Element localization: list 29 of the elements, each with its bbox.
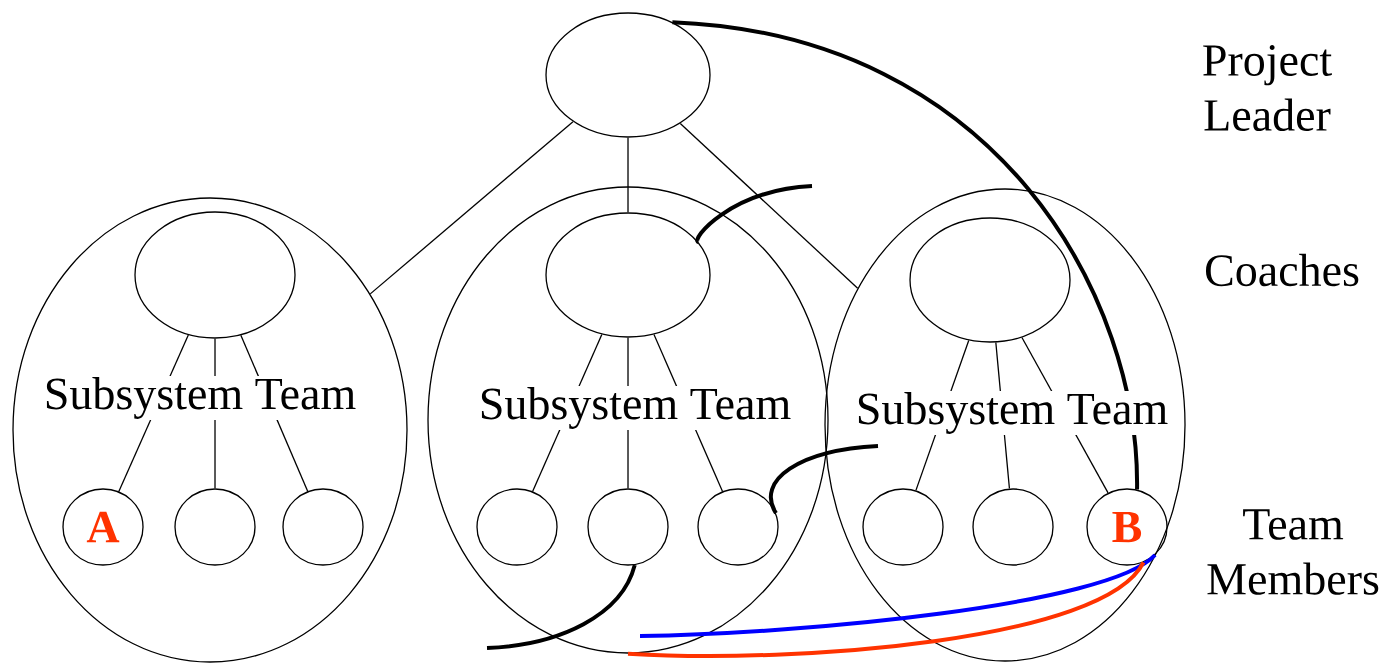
curved-line [768,444,879,515]
curved-line [627,561,1146,658]
role-ellipse [134,211,296,339]
role-ellipse [909,217,1071,343]
team-ellipse [824,188,1186,662]
member-circle [282,488,364,566]
team-ellipse [12,197,408,663]
curved-line [672,20,1140,490]
level-label: Coaches [1206,253,1359,287]
member-circle [476,488,558,566]
member-circle [862,488,944,566]
role-ellipse [545,212,711,338]
member-circle [587,488,669,566]
level-label: Team Members [1207,509,1379,595]
connector-line [369,121,574,295]
connector-line [679,122,859,289]
team-title: Subsystem Team [42,376,358,420]
level-label: Project Leader [1203,45,1332,131]
curved-line [639,553,1157,638]
curved-line [695,184,813,243]
curved-line [486,564,637,650]
member-circle [174,488,256,566]
connector-line [627,137,629,213]
role-ellipse [545,12,711,138]
member-circle [972,488,1054,566]
team-title: Subsystem Team [854,391,1170,435]
member-circle [697,488,779,566]
team-ellipse [427,186,829,654]
team-title: Subsystem Team [477,386,793,430]
